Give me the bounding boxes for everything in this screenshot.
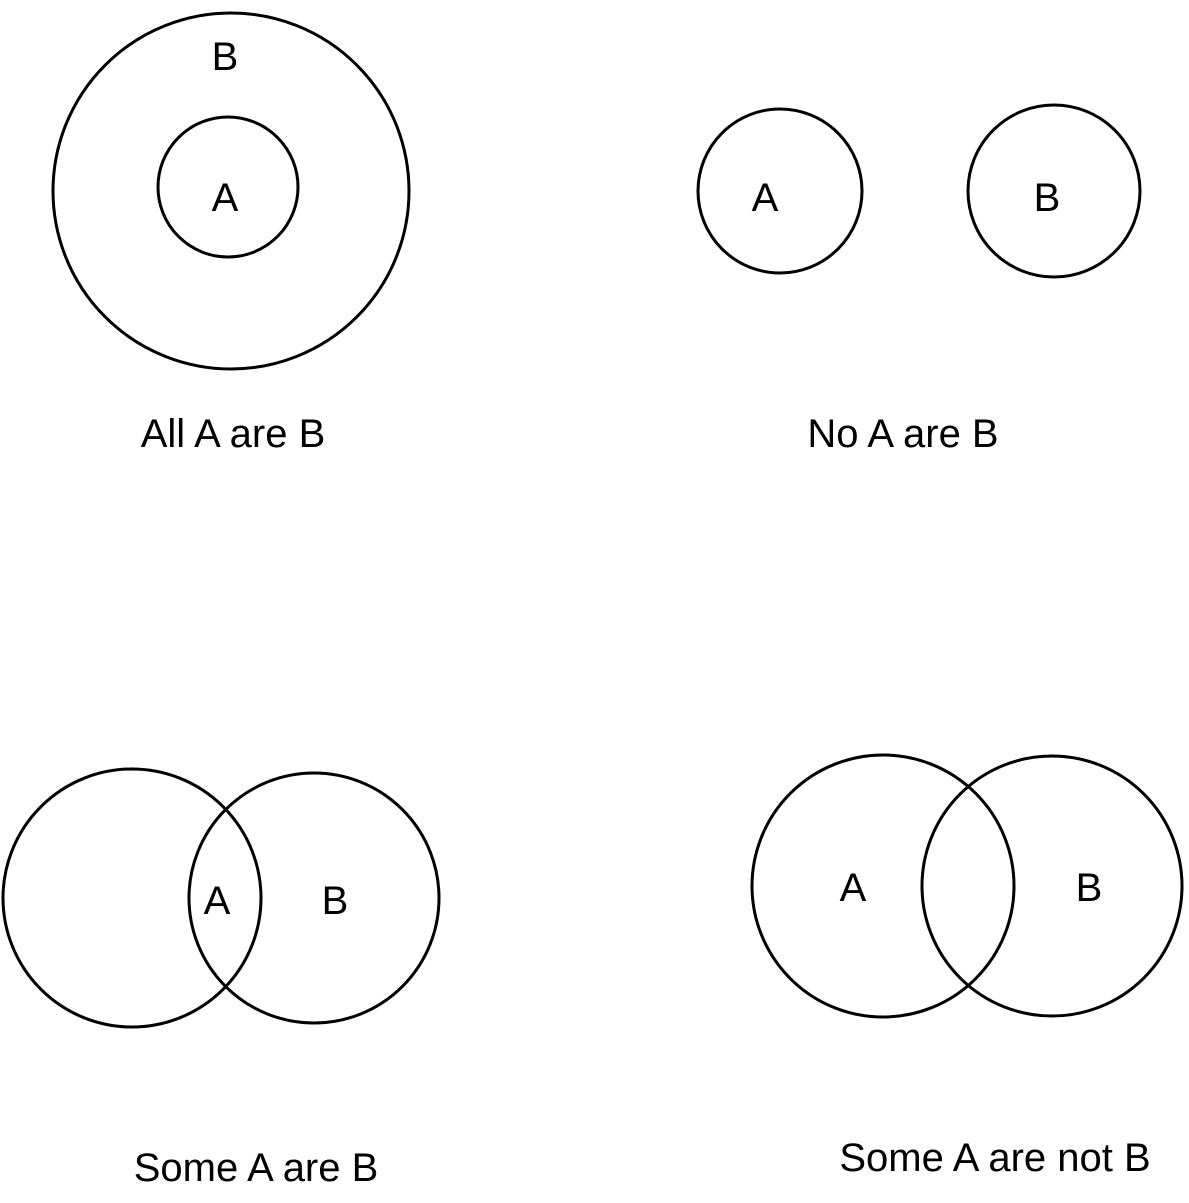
label-a: A <box>212 176 239 220</box>
caption-no-a-are-b: No A are B <box>807 412 998 456</box>
circle-b-outer <box>51 11 411 371</box>
circle-right <box>187 771 441 1025</box>
label-a: A <box>752 176 779 220</box>
circle-left <box>1 767 263 1029</box>
caption-some-a-are-not-b: Some A are not B <box>839 1136 1150 1180</box>
label-b: B <box>1076 866 1103 910</box>
panel-no-a-are-b: A B No A are B <box>696 103 1142 456</box>
panel-all-a-are-b: B A All A are B <box>51 11 411 456</box>
circle-b <box>920 754 1184 1018</box>
caption-all-a-are-b: All A are B <box>141 412 326 456</box>
label-b: B <box>322 879 349 923</box>
circle-b <box>966 103 1142 279</box>
caption-some-a-are-b: Some A are B <box>134 1146 379 1190</box>
panel-some-a-are-b: A B Some A are B <box>1 767 441 1190</box>
circle-a-inner <box>156 115 300 259</box>
circle-a <box>750 753 1016 1019</box>
panel-some-a-are-not-b: A B Some A are not B <box>750 753 1184 1180</box>
label-a: A <box>840 866 867 910</box>
label-a: A <box>204 879 231 923</box>
label-b: B <box>212 35 239 79</box>
circle-a <box>696 107 864 275</box>
label-b: B <box>1034 176 1061 220</box>
